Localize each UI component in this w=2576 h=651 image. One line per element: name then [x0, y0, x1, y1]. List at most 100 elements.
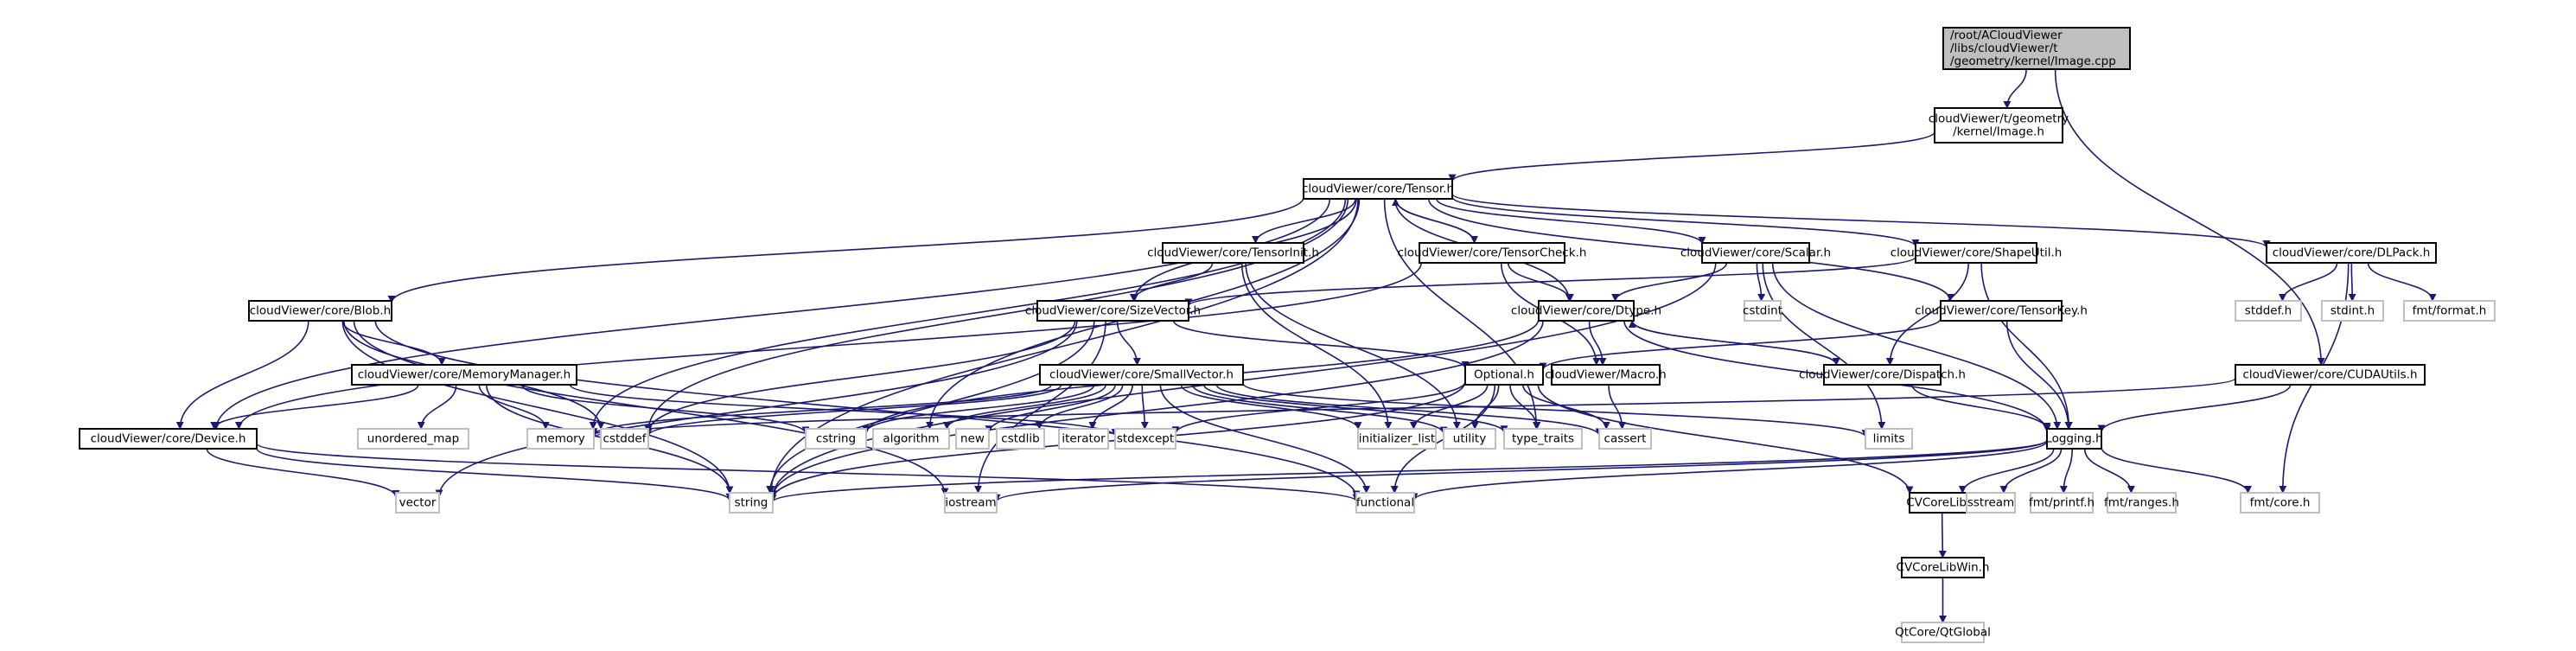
node-qtglobal: QtCore/QtGlobal	[1895, 622, 1991, 643]
edge-dlpack_h-to-stdint_h	[2348, 262, 2356, 302]
node-string: string	[729, 492, 774, 514]
edge-smallvector_h-to-iterator	[1088, 384, 1133, 430]
node-logging-h[interactable]: Logging.h	[2045, 428, 2103, 450]
edge-smallvector_h-to-cstddef	[644, 384, 1062, 437]
node-stdexcept: stdexcept	[1114, 428, 1176, 450]
node-cudautils-h[interactable]: cloudViewer/core/CUDAUtils.h	[2235, 364, 2426, 386]
node-label: limits	[1873, 432, 1905, 446]
edge-sizevector_h-to-iostream	[974, 320, 1106, 494]
node-box	[1538, 300, 1635, 322]
node-label: cstring	[816, 432, 856, 446]
edge-logging_h-to-string	[768, 439, 2048, 503]
node-label: initializer_list	[1359, 432, 1435, 446]
node-label: unordered_map	[367, 432, 459, 446]
node-label: /kernel/Image.h	[1953, 125, 2044, 139]
node-box	[1162, 242, 1304, 264]
node-memorymanager-h[interactable]: cloudViewer/core/MemoryManager.h	[351, 364, 577, 386]
node-stddef-h: stddef.h	[2235, 300, 2302, 322]
node-label: cassert	[1604, 432, 1647, 446]
node-label: cstdint	[1743, 304, 1782, 318]
node-blob-h[interactable]: cloudViewer/core/Blob.h	[248, 300, 392, 322]
node-label: sstream	[1967, 496, 2014, 510]
node-box	[2403, 300, 2496, 322]
node-box	[1551, 364, 1661, 386]
node-label: cloudViewer/core/Dispatch.h	[1799, 368, 1966, 382]
node-box	[1464, 364, 1544, 386]
edge-blob_h-to-memorymanager_h	[341, 320, 446, 366]
node-box	[729, 492, 774, 514]
edge-logging_h-to-functional	[1410, 441, 2048, 501]
node-box	[2240, 492, 2320, 514]
node-optional-h[interactable]: Optional.h	[1464, 364, 1544, 386]
edge-logging_h-to-fmt_ranges_h	[2083, 448, 2135, 494]
edge-tensorinit_h-to-sizevector_h	[1129, 262, 1214, 302]
edge-sizevector_h-to-string	[766, 320, 1095, 494]
node-box	[2107, 492, 2177, 514]
node-box	[1058, 428, 1109, 450]
node-vector: vector	[395, 492, 440, 514]
node-label: memory	[536, 432, 584, 446]
node-label: string	[735, 496, 768, 510]
node-box	[805, 428, 867, 450]
node-algorithm: algorithm	[872, 428, 950, 450]
edge-scalar_h-to-dtype_h	[1611, 262, 1728, 302]
node-box	[1039, 364, 1244, 386]
node-tensorinit-h[interactable]: cloudViewer/core/TensorInit.h	[1147, 242, 1319, 264]
node-box	[1901, 557, 1985, 578]
edge-scalar_h-to-string	[768, 262, 1717, 499]
edge-smallvector_h-to-initializer_list	[1180, 384, 1362, 431]
nodes-layer: /root/ACloudViewer/libs/cloudViewer/t/ge…	[79, 27, 2496, 643]
node-device-h[interactable]: cloudViewer/core/Device.h	[79, 428, 258, 450]
node-label: cloudViewer/core/SmallVector.h	[1049, 368, 1234, 382]
node-box	[2235, 300, 2302, 322]
edge-tensorinit_h-to-initializer_list	[1240, 262, 1393, 430]
node-sizevector-h[interactable]: cloudViewer/core/SizeVector.h	[1025, 300, 1201, 322]
node-smallvector-h[interactable]: cloudViewer/core/SmallVector.h	[1039, 364, 1244, 386]
node-type-traits: type_traits	[1503, 428, 1583, 450]
edge-shapeutil_h-to-dispatch_h	[1885, 262, 1969, 366]
node-label: stddef.h	[2245, 304, 2292, 318]
node-iterator: iterator	[1058, 428, 1109, 450]
node-image-h[interactable]: cloudViewer/t/geometry/kernel/Image.h	[1929, 107, 2069, 144]
node-label: cloudViewer/core/ShapeUtil.h	[1891, 246, 2063, 260]
node-scalar-h[interactable]: cloudViewer/core/Scalar.h	[1680, 242, 1831, 264]
node-label: CVCoreLibWin.h	[1897, 561, 1990, 575]
node-label: algorithm	[883, 432, 939, 446]
node-box	[1940, 300, 2063, 322]
node-box	[2030, 492, 2094, 514]
edge-tensorinit_h-to-utility	[1245, 262, 1461, 430]
node-dtype-h[interactable]: cloudViewer/core/Dtype.h	[1511, 300, 1661, 322]
edge-memorymanager_h-to-cstring	[521, 384, 810, 435]
edge-smallvector_h-to-memory	[590, 384, 1052, 437]
node-box	[1419, 242, 1565, 264]
node-shapeutil-h[interactable]: cloudViewer/core/ShapeUtil.h	[1891, 242, 2063, 264]
node-cstdlib: cstdlib	[996, 428, 1045, 450]
node-box	[955, 428, 990, 450]
node-cvcorelib-h[interactable]: CVCoreLib.h	[1906, 492, 1978, 514]
node-image-cpp[interactable]: /root/ACloudViewer/libs/cloudViewer/t/ge…	[1942, 27, 2131, 70]
node-dlpack-h[interactable]: cloudViewer/core/DLPack.h	[2266, 242, 2437, 264]
edge-memorymanager_h-to-device_h	[210, 384, 419, 430]
node-tensorcheck-h[interactable]: cloudViewer/core/TensorCheck.h	[1398, 242, 1587, 264]
edge-smallvector_h-to-limits	[1242, 382, 1870, 438]
node-box	[1357, 428, 1437, 450]
node-box	[1966, 492, 2016, 514]
edge-device_h-to-string	[256, 448, 734, 501]
edge-image_cpp-to-cudautils_h	[2054, 68, 2325, 366]
node-tensorkey-h[interactable]: cloudViewer/core/TensorKey.h	[1915, 300, 2088, 322]
node-label: cloudViewer/core/MemoryManager.h	[358, 368, 571, 382]
edge-device_h-to-vector	[206, 448, 400, 498]
node-tensor-h[interactable]: cloudViewer/core/Tensor.h	[1302, 178, 1454, 200]
node-label: cloudViewer/core/TensorInit.h	[1147, 246, 1319, 260]
edge-logging_h-to-cvcorelib_h	[1958, 448, 2055, 494]
node-dispatch-h[interactable]: cloudViewer/core/Dispatch.h	[1799, 364, 1966, 386]
edge-scalar_h-to-cstdint	[1756, 262, 1766, 302]
edge-smallvector_h-to-stdexcept	[1140, 384, 1149, 430]
node-macro-h[interactable]: cloudViewer/Macro.h	[1545, 364, 1667, 386]
edge-cudautils_h-to-logging_h	[2097, 384, 2292, 433]
node-label: stdint.h	[2331, 304, 2375, 318]
node-cvcorelibwin-h[interactable]: CVCoreLibWin.h	[1897, 557, 1990, 578]
edge-dtype_h-to-string	[768, 320, 1544, 499]
node-label: iostream	[945, 496, 996, 510]
